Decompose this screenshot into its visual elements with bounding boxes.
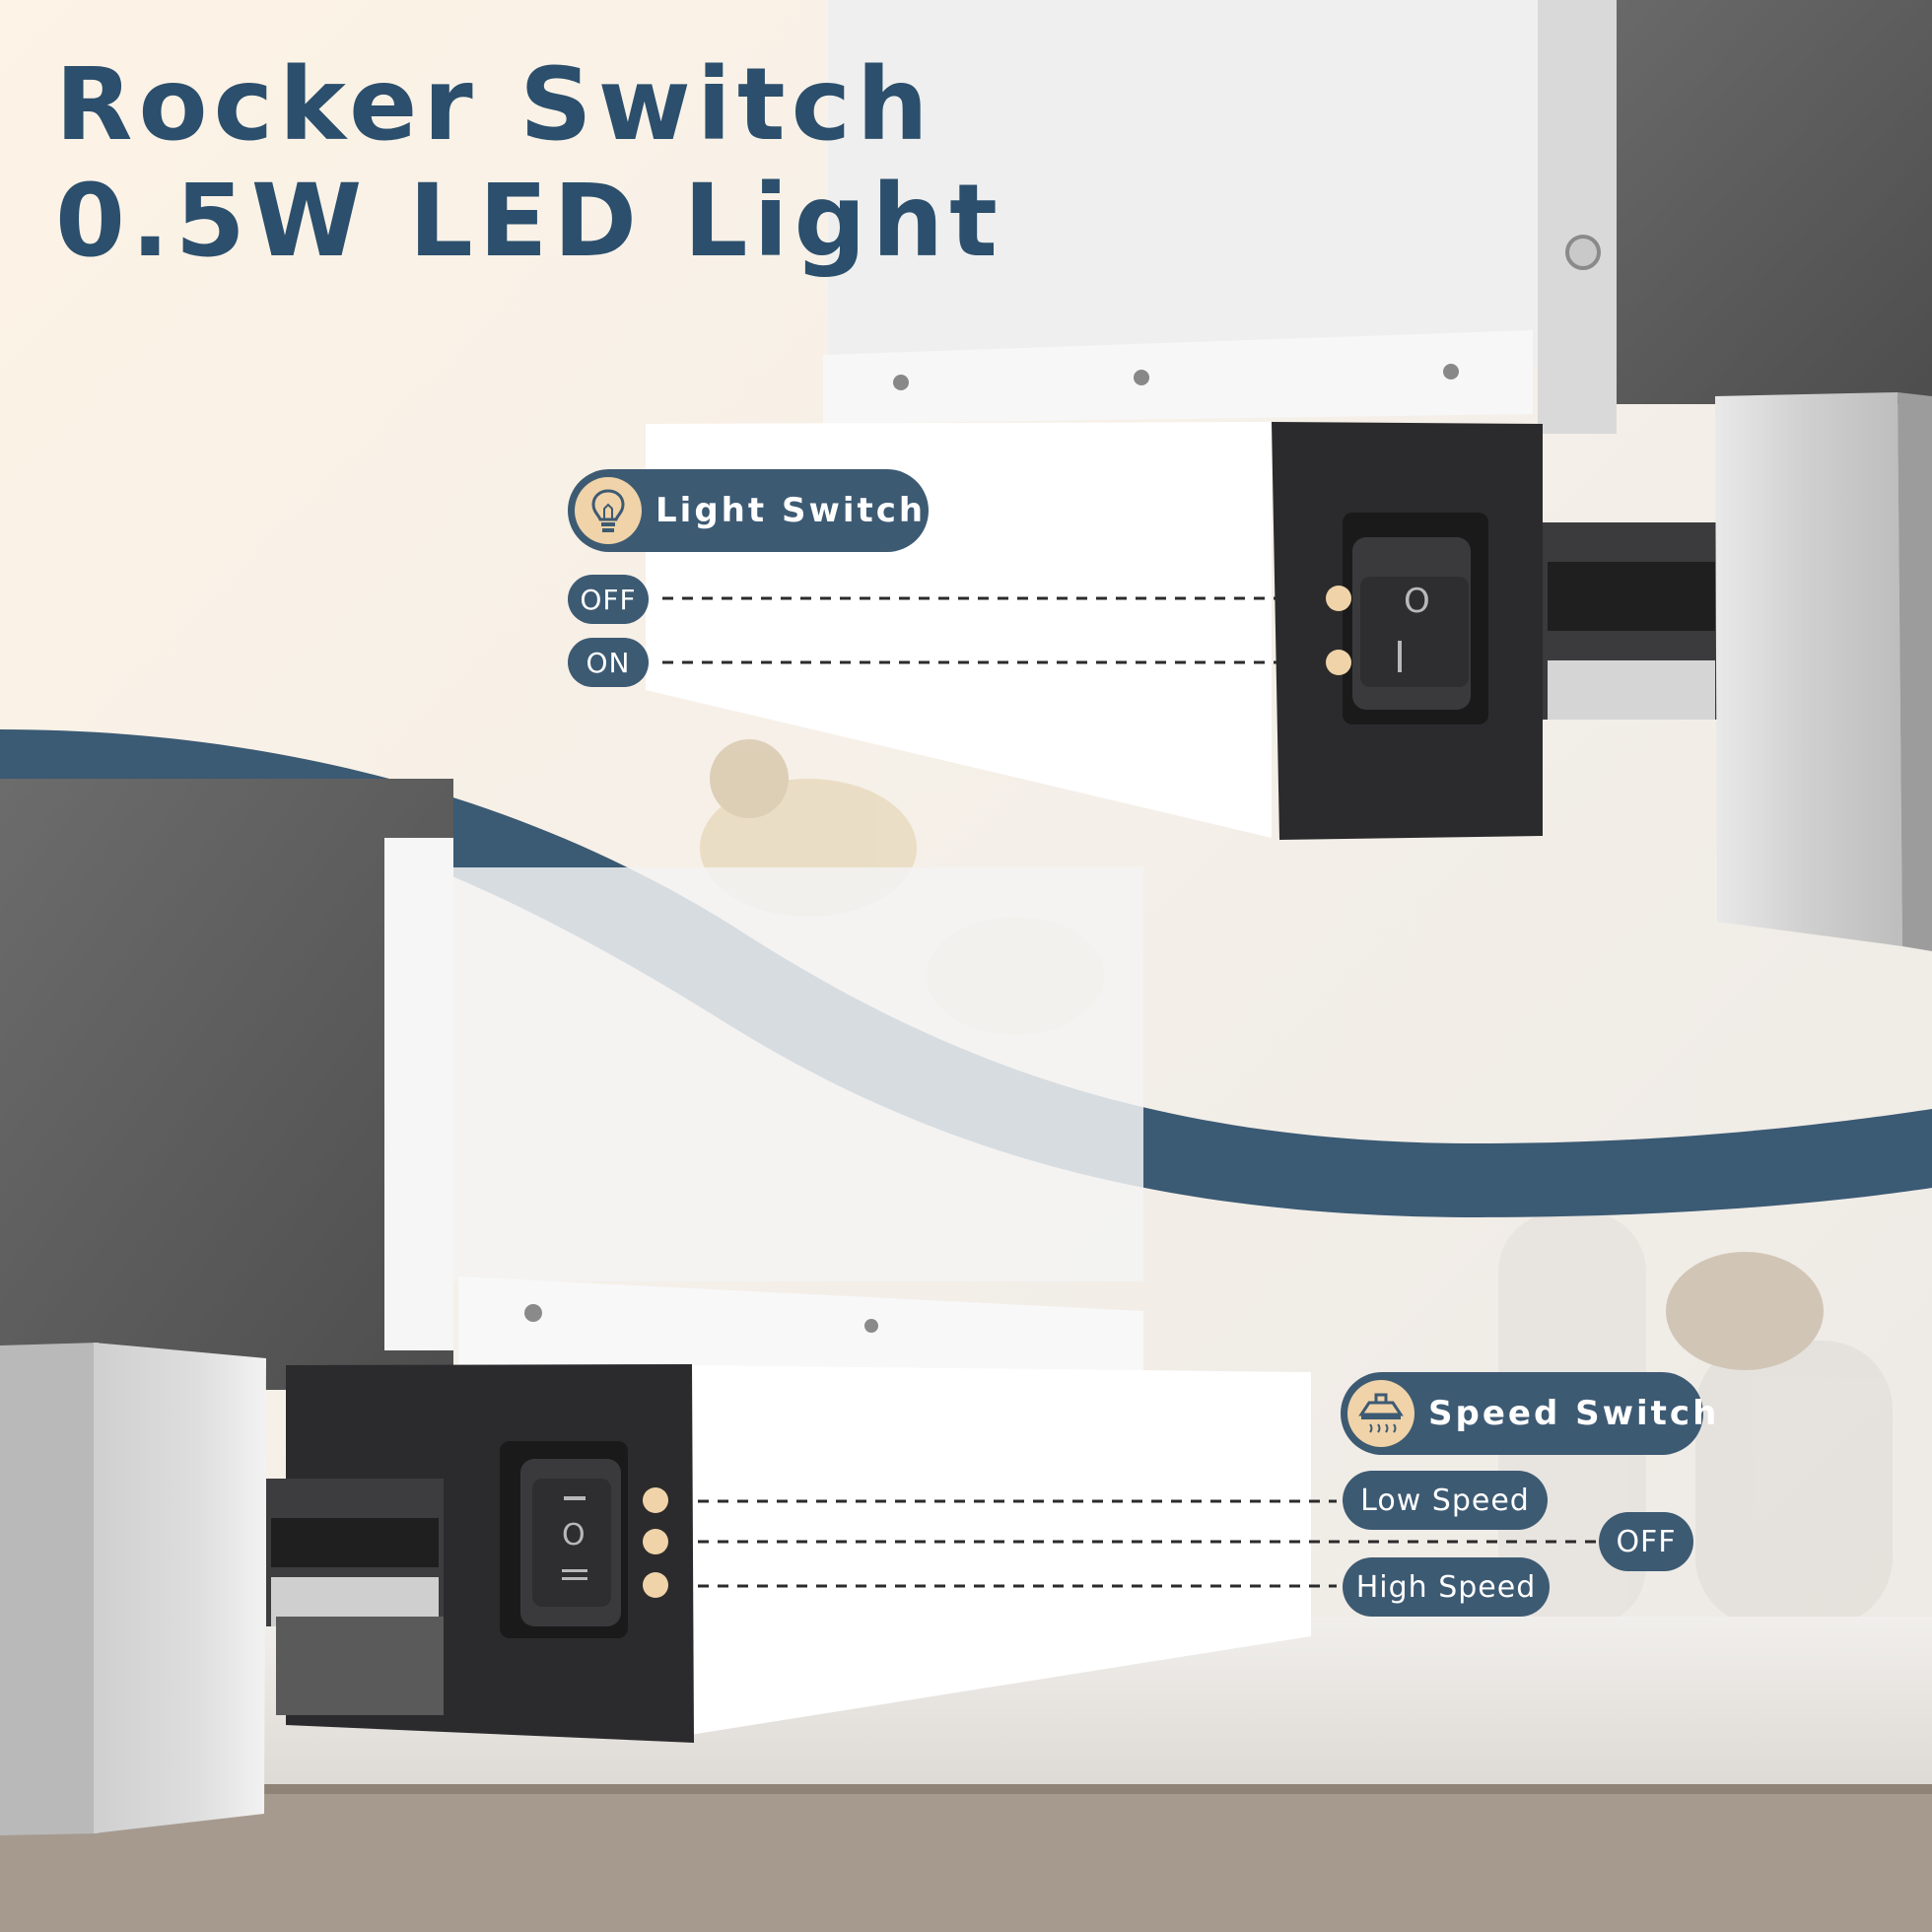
high-speed-label: High Speed [1343, 1557, 1550, 1617]
speed-switch-label: Speed Switch [1341, 1372, 1716, 1455]
cabinet-base [0, 1784, 1932, 1932]
range-hood-icon [1347, 1380, 1414, 1447]
headline-line-2: 0.5W LED Light [55, 163, 1003, 280]
speed-switch-title: Speed Switch [1428, 1394, 1720, 1433]
low-speed-label: Low Speed [1343, 1471, 1548, 1530]
headline: Rocker Switch 0.5W LED Light [55, 47, 1003, 280]
headline-line-1: Rocker Switch [55, 46, 934, 164]
light-off-label: OFF [568, 575, 649, 624]
speed-switch-callout-lines [678, 1499, 1597, 1588]
off-indicator-dot [1326, 586, 1351, 611]
wave-divider [0, 729, 1932, 1217]
lightbulb-icon [575, 477, 642, 544]
light-switch-label: Light Switch [568, 469, 929, 552]
off-speed-indicator-dot [643, 1529, 668, 1554]
svg-text:O: O [1404, 582, 1430, 621]
high-speed-indicator-dot [643, 1572, 668, 1598]
on-indicator-dot [1326, 650, 1351, 675]
lower-hood-unit: O [0, 779, 1311, 1835]
svg-text:O: O [562, 1518, 586, 1552]
light-switch-title: Light Switch [656, 491, 927, 530]
low-speed-indicator-dot [643, 1487, 668, 1513]
speed-off-label: OFF [1599, 1512, 1693, 1571]
light-on-label: ON [568, 638, 649, 687]
upper-hood-unit: O [646, 0, 1932, 951]
